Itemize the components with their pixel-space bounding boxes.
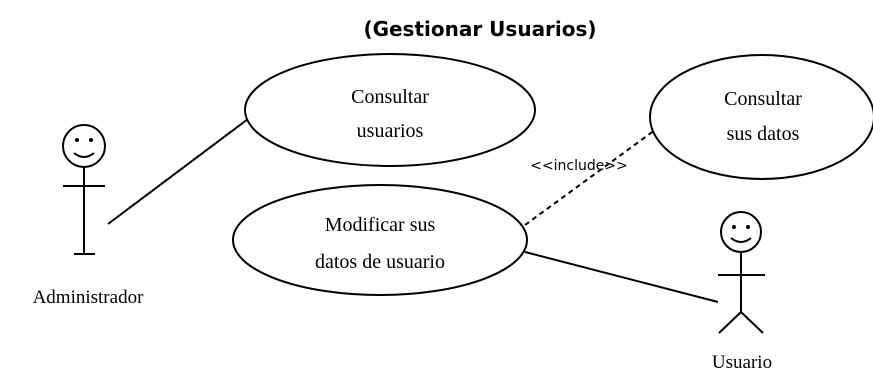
use-case-label-line1: Consultar [724,88,802,110]
use-case-label-line2: usuarios [357,120,424,142]
diagram-title: (Gestionar Usuarios) [363,17,596,41]
actor-administrador: Administrador [33,124,144,308]
actor-label-usuario: Usuario [712,352,772,373]
use-case-modificar-sus-datos: Modificar sus datos de usuario [232,184,528,296]
use-case-label-line1: Consultar [351,86,429,108]
stick-figure-icon [718,211,765,334]
association-admin-consultar-usuarios [107,118,249,225]
actor-usuario: Usuario [712,211,772,373]
association-usuario-modificar [524,251,719,303]
use-case-label-line1: Modificar sus [325,214,436,236]
stick-figure-icon [62,124,106,255]
use-case-consultar-usuarios: Consultar usuarios [244,53,536,167]
use-case-consultar-sus-datos: Consultar sus datos [649,54,873,180]
include-stereotype-label: <<include>> [530,158,628,174]
use-case-label-line2: datos de usuario [315,251,445,273]
actor-label-administrador: Administrador [33,287,144,308]
use-case-label-line2: sus datos [727,123,800,145]
include-dependency-line [524,129,656,226]
